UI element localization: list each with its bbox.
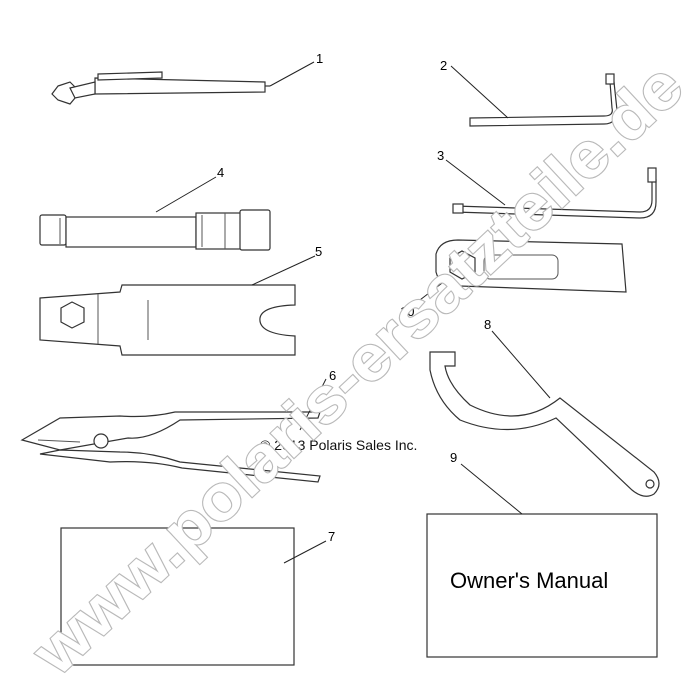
callout-1: 1	[316, 51, 323, 66]
part-8-spanner-wrench	[429, 351, 660, 497]
leader-2	[450, 65, 509, 119]
owners-manual-label: Owner's Manual	[450, 568, 608, 593]
callout-9: 9	[450, 450, 457, 465]
callout-10: 10	[400, 304, 414, 319]
leader-1	[269, 61, 315, 87]
callout-3: 3	[437, 148, 444, 163]
leader-5	[251, 255, 316, 286]
leader-3	[445, 159, 506, 206]
leader-7	[283, 540, 327, 564]
part-6-pliers	[20, 411, 321, 483]
callout-6: 6	[329, 368, 336, 383]
callout-5: 5	[315, 244, 322, 259]
callout-2: 2	[440, 58, 447, 73]
part-1-tool-tube	[51, 71, 270, 105]
callout-7: 7	[328, 529, 335, 544]
part-9-owners-manual	[426, 513, 658, 658]
part-7-document-card	[60, 527, 295, 666]
part-2-small-hex-key	[469, 73, 618, 127]
callout-4: 4	[217, 165, 224, 180]
part-3-large-hex-key	[452, 167, 657, 219]
leader-8	[491, 330, 551, 399]
leader-4	[155, 176, 217, 213]
leader-9	[460, 463, 523, 515]
part-4-socket-extension	[39, 209, 271, 251]
part-10-hex-spanner	[435, 239, 627, 293]
part-5-fork-wrench	[39, 284, 296, 356]
leader-6	[299, 378, 327, 431]
leader-10	[415, 279, 447, 304]
copyright-notice: © 2013 Polaris Sales Inc.	[260, 437, 417, 453]
callout-8: 8	[484, 317, 491, 332]
